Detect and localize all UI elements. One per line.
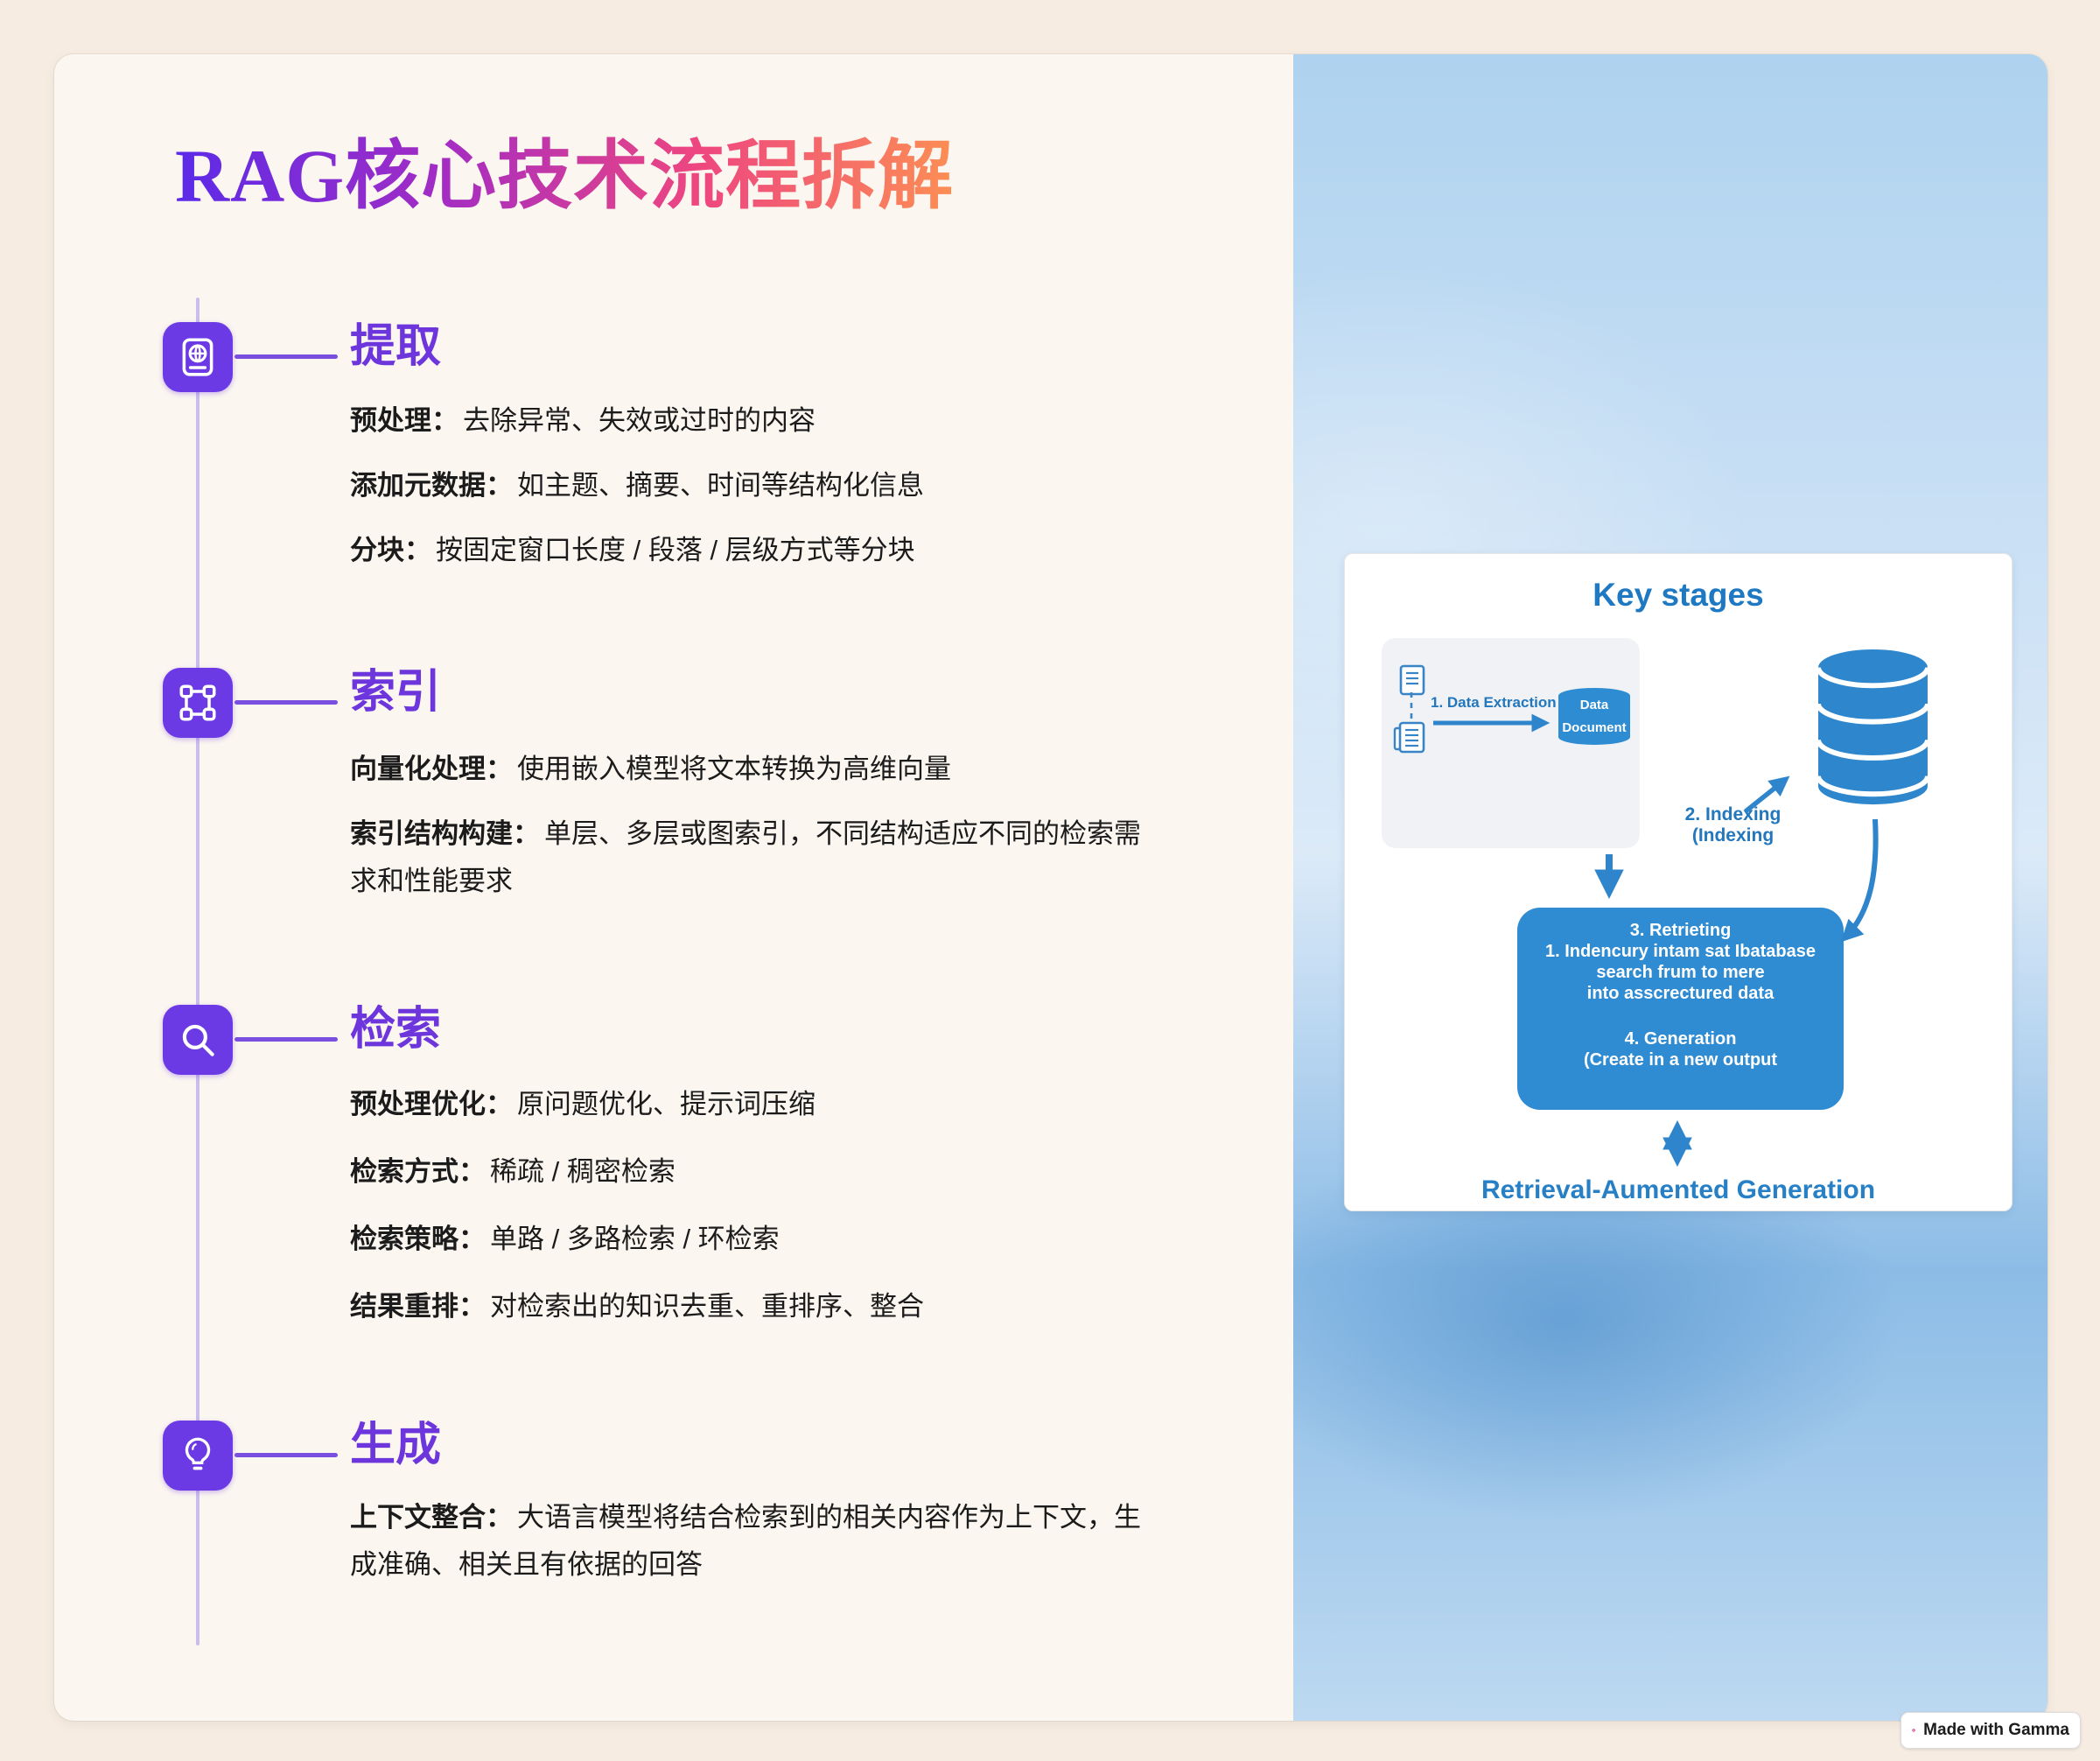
process-line: 4. Generation [1624,1029,1737,1049]
list-item: 索引结构构建：单层、多层或图索引，不同结构适应不同的检索需求和性能要求 [350,810,1164,906]
item-label: 添加元数据： [350,470,513,501]
list-item: 向量化处理：使用嵌入模型将文本转换为高维向量 [350,746,1164,793]
item-text: 大语言模型将结合检索到的相关内容作为上下文，生成准确、相关且有依据的回答 [350,1502,1141,1581]
database-icon [1816,649,1930,805]
process-line: into asscrectured data [1586,984,1774,1003]
gamma-logo-icon [1912,1729,1915,1732]
list-item: 分块：按固定窗口长度 / 段落 / 层级方式等分块 [350,527,1164,574]
item-text: 单路 / 多路检索 / 环检索 [490,1224,780,1254]
diagram-caption: Retrieval-Aumented Generation [1480,1175,1876,1204]
data-document-cylinder-icon: Data Document [1555,687,1634,747]
item-text: 对检索出的知识去重、重排序、整合 [490,1291,924,1322]
item-text: 原问题优化、提示词压缩 [517,1089,816,1119]
diagram-title: Key stages [1592,577,1764,613]
section-heading-generation: 生成 [350,1420,442,1470]
process-line: search frum to mere [1596,963,1765,982]
connector-line [234,700,338,705]
process-box: 3. Retrieting 1. Indencury intam sat Iba… [1517,908,1844,1110]
cylinder-label: Data [1579,698,1609,712]
page-title: RAG核心技术流程拆解 [175,134,955,218]
item-label: 检索方式： [350,1156,486,1187]
vector-square-icon [163,668,233,738]
item-label: 上下文整合： [350,1502,513,1533]
list-item: 检索策略：单路 / 多路检索 / 环检索 [350,1216,1164,1263]
indexing-step-label: 2. Indexing (Indexing [1656,804,1810,846]
list-item: 添加元数据：如主题、摘要、时间等结构化信息 [350,462,1164,509]
list-item: 检索方式：稀疏 / 稠密检索 [350,1148,1164,1196]
process-line: 1. Indencury intam sat Ibatabase [1545,942,1816,961]
item-text: 单层、多层或图索引，不同结构适应不同的检索需求和性能要求 [350,818,1141,897]
extraction-step-label: 1. Data Extraction [1431,694,1557,711]
key-stages-diagram: Key stages [1344,553,2012,1211]
item-label: 预处理： [350,405,458,436]
process-line: (Create in a new output [1583,1050,1778,1070]
list-item: 预处理优化：原问题优化、提示词压缩 [350,1081,1164,1128]
database-to-process-arrow [1840,818,1879,943]
list-item: 预处理：去除异常、失效或过时的内容 [350,397,1164,445]
slide-card: RAG核心技术流程拆解 提取 预处理：去除异常、失效或过时的内容 添加元数据：如… [54,54,2048,1721]
badge-label: Made with Gamma [1923,1721,2069,1739]
list-item: 上下文整合：大语言模型将结合检索到的相关内容作为上下文，生成准确、相关且有依据的… [350,1494,1164,1589]
connector-line [234,1037,338,1042]
process-line: 3. Retrieting [1629,921,1732,940]
connector-line [234,1453,338,1457]
item-text: 如主题、摘要、时间等结构化信息 [517,470,924,501]
indexing-label-line2: (Indexing [1691,825,1774,846]
indexing-label-line1: 2. Indexing [1684,804,1782,824]
lightbulb-icon [163,1421,233,1491]
item-label: 结果重排： [350,1291,486,1322]
item-label: 向量化处理： [350,754,513,784]
section-heading-indexing: 索引 [350,667,442,718]
dashed-connector [1410,692,1413,720]
illustration-panel: Key stages [1293,54,2048,1721]
section-heading-retrieval: 检索 [350,1004,442,1055]
item-label: 检索策略： [350,1224,486,1254]
document-icon [1399,664,1425,696]
timeline-line [196,298,200,1645]
made-with-gamma-badge[interactable]: Made with Gamma [1900,1712,2081,1749]
section-heading-extraction: 提取 [350,321,442,372]
list-item: 结果重排：对检索出的知识去重、重排序、整合 [350,1283,1164,1330]
item-text: 去除异常、失效或过时的内容 [463,405,816,436]
item-text: 稀疏 / 稠密检索 [490,1156,676,1187]
item-label: 预处理优化： [350,1089,513,1119]
item-label: 分块： [350,535,431,565]
search-icon [163,1005,233,1075]
item-text: 按固定窗口长度 / 段落 / 层级方式等分块 [436,535,915,565]
passport-icon [163,322,233,392]
item-label: 索引结构构建： [350,818,540,849]
documents-copy-icon [1393,721,1425,754]
cylinder-label: Document [1562,720,1627,735]
connector-line [234,354,338,359]
item-text: 使用嵌入模型将文本转换为高维向量 [517,754,951,784]
